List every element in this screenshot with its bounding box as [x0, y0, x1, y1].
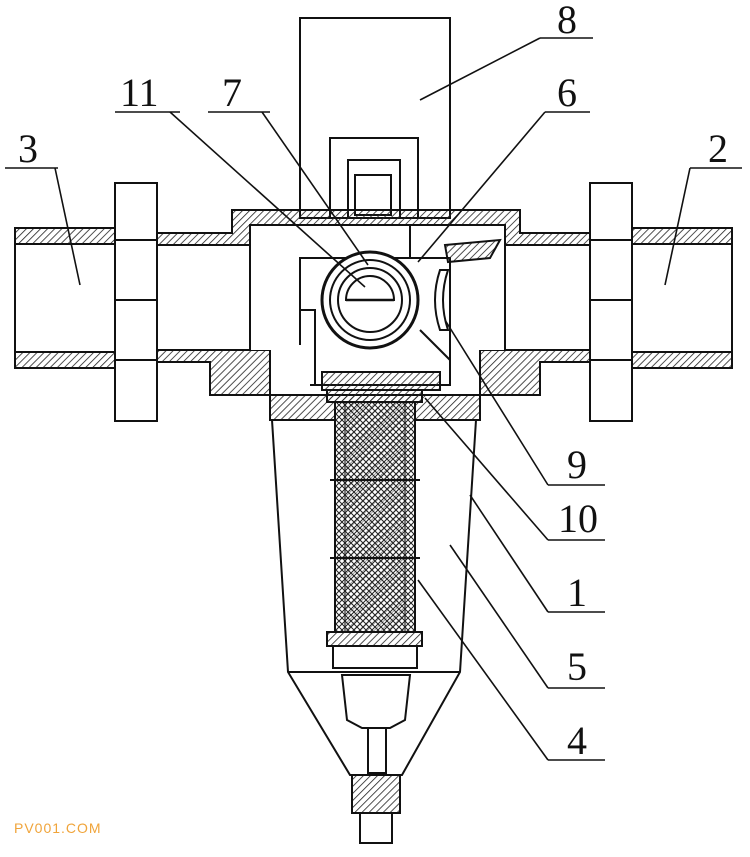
- callout-4: 4: [567, 718, 587, 763]
- callout-7: 7: [222, 70, 242, 115]
- valve-chamber: [299, 225, 502, 391]
- callout-8: 8: [557, 0, 577, 42]
- callout-9: 9: [567, 442, 587, 487]
- watermark: PV001.COM: [14, 820, 102, 836]
- callout-3: 3: [18, 126, 38, 171]
- callout-labels: 8 11 7 6 3 2 9 10 1 5 4: [18, 0, 728, 763]
- drain-outlet: [340, 674, 412, 844]
- callout-11: 11: [120, 70, 159, 115]
- callout-5: 5: [567, 644, 587, 689]
- inlet-connector: [14, 182, 158, 422]
- top-handle-housing: [299, 17, 451, 219]
- callout-10: 10: [558, 496, 598, 541]
- callout-2: 2: [708, 126, 728, 171]
- outlet-connector: [589, 182, 733, 422]
- leader-lines: [5, 37, 742, 761]
- filter-cartridge: [326, 389, 423, 669]
- callout-6: 6: [557, 70, 577, 115]
- callout-1: 1: [567, 570, 587, 615]
